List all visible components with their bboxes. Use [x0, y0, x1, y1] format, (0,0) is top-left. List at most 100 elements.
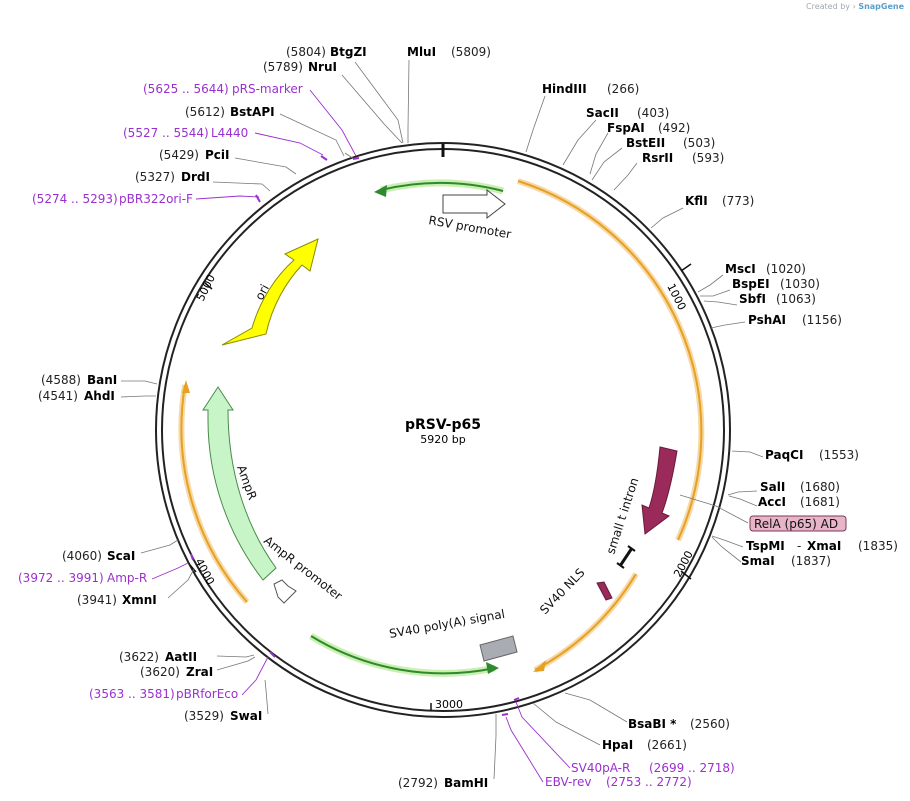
enzyme-position: (2792) — [398, 776, 438, 790]
enzyme-bsteii: BstEII — [626, 136, 665, 150]
enzyme-position: (1063) — [776, 292, 816, 306]
enzyme-position: (503) — [683, 136, 715, 150]
enzyme-position: (1681) — [800, 495, 840, 509]
enzyme-swai: SwaI — [230, 709, 262, 723]
enzyme-aatii: AatII — [165, 650, 197, 664]
primer-markers — [190, 155, 520, 716]
enzyme-position: (1837) — [791, 554, 831, 568]
enzyme-separator: - — [797, 539, 801, 553]
enzyme-position: (5789) — [263, 60, 303, 74]
enzyme-position: (1835) — [858, 539, 898, 553]
enzyme-position: (4541) — [38, 389, 78, 403]
enzyme-position: (5809) — [451, 45, 491, 59]
enzyme-nrui: NruI — [308, 60, 337, 74]
primer-amp-r: Amp-R — [107, 571, 147, 585]
enzyme-sali: SalI — [760, 480, 785, 494]
leader-lines — [120, 59, 764, 780]
sv40-nls-arrow — [596, 581, 613, 601]
primer-prs-marker: pRS-marker — [232, 82, 303, 96]
sv40-polya-box — [479, 635, 518, 662]
enzyme-position: (5804) — [286, 45, 326, 59]
enzyme-position: (1156) — [802, 313, 842, 327]
snapgene-logo-icon: › — [852, 2, 856, 11]
enzyme-position: (492) — [658, 121, 690, 135]
enzyme-kfli: KflI — [685, 194, 708, 208]
primer-range: (5274 .. 5293) — [32, 192, 118, 206]
orf-arc-right — [517, 178, 705, 542]
enzyme-bani: BanI — [87, 373, 117, 387]
enzyme-hpai: HpaI — [602, 738, 633, 752]
primer-ebv-rev: EBV-rev — [545, 775, 591, 789]
sv40-polya-label: SV40 poly(A) signal — [388, 607, 506, 641]
enzyme-sacii: SacII — [586, 106, 619, 120]
tick-label-5000: 5000 — [194, 272, 218, 303]
enzyme-hindiii: HindIII — [542, 82, 587, 96]
enzyme-position: (1030) — [780, 277, 820, 291]
primer-sv40pa-r: SV40pA-R — [571, 761, 630, 775]
enzyme-paqci: PaqCI — [765, 448, 803, 462]
enzyme-bstapi: BstAPI — [230, 105, 275, 119]
rsv-promoter-arrow — [442, 188, 506, 220]
primer-pbrforeco: pBRforEco — [176, 687, 238, 701]
primer-range: (2699 .. 2718) — [649, 761, 735, 775]
enzyme-position: (1680) — [800, 480, 840, 494]
orf-arc-lower-right — [533, 572, 639, 673]
primer-range: (5625 .. 5644) — [143, 82, 229, 96]
enzyme-rsrii: RsrII — [642, 151, 673, 165]
enzyme-acci: AccI — [758, 495, 786, 509]
tick-label-3000: 3000 — [435, 698, 463, 711]
enzyme-position: (2661) — [647, 738, 687, 752]
primer-range: (2753 .. 2772) — [606, 775, 692, 789]
enzyme-scai: ScaI — [107, 549, 135, 563]
enzyme-xmai: XmaI — [807, 539, 841, 553]
enzyme-position: (2560) — [690, 717, 730, 731]
enzyme-pshai: PshAI — [748, 313, 786, 327]
primer-range: (3972 .. 3991) — [18, 571, 104, 585]
enzyme-position: (5612) — [185, 105, 225, 119]
enzyme-fspai: FspAI — [607, 121, 645, 135]
enzyme-ahdi: AhdI — [84, 389, 115, 403]
rela-ad-box — [749, 515, 847, 532]
enzyme-sbfi: SbfI — [739, 292, 766, 306]
enzyme-pcii: PciI — [205, 148, 230, 162]
enzyme-position: (3529) — [184, 709, 224, 723]
plasmid-name: pRSV-p65 — [405, 417, 481, 433]
enzyme-mlui: MluI — [407, 45, 436, 59]
enzyme-position: (593) — [692, 151, 724, 165]
enzyme-smai: SmaI — [741, 554, 775, 568]
enzyme-position: (5429) — [159, 148, 199, 162]
enzyme-drdi: DrdI — [181, 170, 210, 184]
enzyme-tspmi: TspMI — [746, 539, 785, 553]
primer-pbr322ori-f: pBR322ori-F — [119, 192, 193, 206]
rela-ad-label: RelA (p65) AD — [754, 517, 838, 531]
plasmid-length: 5920 bp — [420, 433, 465, 446]
enzyme-position: (4588) — [41, 373, 81, 387]
green-arc-top — [374, 179, 504, 197]
orf-arc-left — [178, 380, 250, 604]
primer-l4440: L4440 — [211, 126, 248, 140]
ampr-arrow — [202, 386, 277, 581]
primer-leader-lines — [151, 89, 571, 783]
tick-marks — [189, 263, 692, 711]
primer-range: (5527 .. 5544) — [123, 126, 209, 140]
small-t-intron-label: small t intron — [604, 476, 642, 556]
intron-marker — [616, 545, 636, 569]
credit-prefix: Created by — [806, 2, 851, 11]
sv40-nls-label: SV40 NLS — [537, 565, 588, 617]
enzyme-btgzi: BtgZI — [330, 45, 367, 59]
enzyme-position: (266) — [607, 82, 639, 96]
enzyme-bspei: BspEI — [732, 277, 770, 291]
ori-arrow — [221, 238, 319, 346]
credit-brand: SnapGene — [858, 2, 905, 11]
enzyme-position: (3622) — [119, 650, 159, 664]
ampr-promoter-arrow — [273, 579, 297, 604]
enzyme-bsabi: BsaBI * — [628, 717, 677, 731]
enzyme-position: (4060) — [62, 549, 102, 563]
enzyme-xmni: XmnI — [122, 593, 157, 607]
primer-range: (3563 .. 3581) — [89, 687, 175, 701]
enzyme-position: (5327) — [135, 170, 175, 184]
rsv-promoter-label: RSV promoter — [427, 213, 512, 241]
snapgene-credit: Created by › SnapGene — [806, 2, 904, 11]
enzyme-bamhi: BamHI — [444, 776, 488, 790]
